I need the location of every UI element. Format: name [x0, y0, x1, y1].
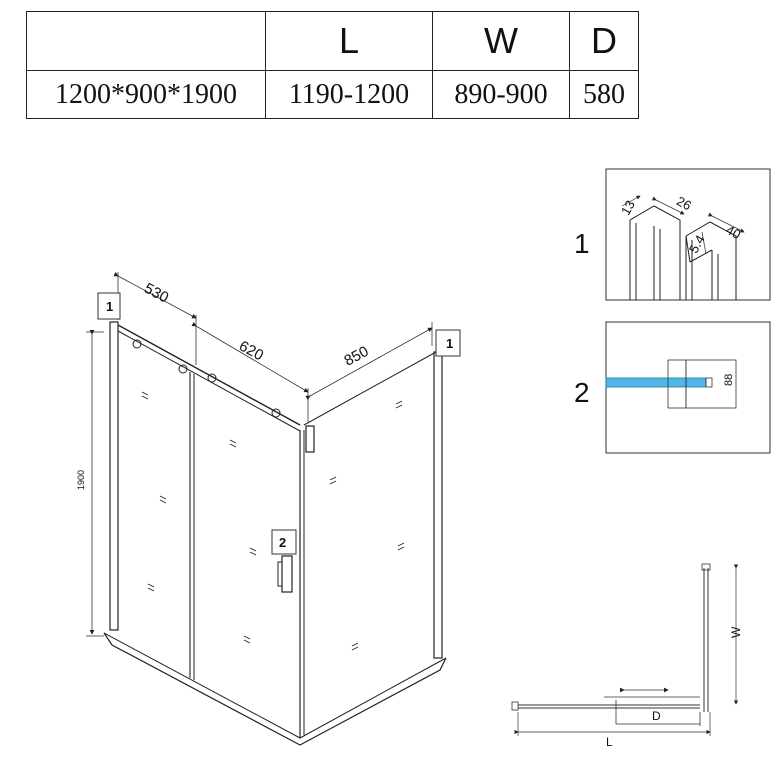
roller-1 [132, 339, 142, 349]
plan-label-D: D [652, 709, 661, 723]
header-blank [26, 11, 266, 71]
header-D: D [569, 11, 639, 71]
svg-text:2: 2 [279, 535, 286, 550]
plan-view [511, 563, 739, 736]
callout-1-left: 1 [97, 292, 121, 320]
callout-1-right: 1 [435, 329, 461, 357]
cell-W: 890-900 [432, 70, 570, 119]
cell-L: 1190-1200 [265, 70, 433, 119]
glass-reflections [141, 391, 405, 651]
main-dimension-lines [86, 271, 433, 637]
left-wall-profile [109, 321, 119, 631]
detail-1-dim-13: 13 [618, 198, 638, 218]
spec-value-row: 1200*900*1900 1190-1200 890-900 580 [26, 70, 639, 119]
right-wall-profile [433, 351, 443, 659]
detail-1-profile: 13 26 40 5.4 [605, 168, 771, 301]
plan-label-L: L [606, 735, 613, 749]
detail-2-label: 2 [574, 377, 590, 408]
glass-pane [605, 377, 707, 388]
svg-text:1: 1 [446, 336, 453, 351]
detail-1-dim-26: 26 [674, 193, 694, 213]
tray-top-edge [103, 632, 447, 739]
callout-2-handle: 2 [271, 529, 297, 555]
shower-enclosure [103, 321, 447, 746]
dim-1900: 1900 [76, 470, 86, 490]
shower-tray [103, 632, 447, 746]
rail-end-cap [305, 425, 315, 453]
roller-2 [178, 364, 188, 374]
svg-text:1: 1 [106, 299, 113, 314]
detail-1-label: 1 [574, 228, 590, 259]
cell-size: 1200*900*1900 [26, 70, 266, 119]
door-handle [281, 555, 293, 593]
door-handle-inner [277, 561, 283, 587]
cell-D: 580 [569, 70, 639, 119]
plan-label-W: W [729, 626, 743, 638]
detail-2-handle-section: 88 [605, 321, 771, 454]
dim-620: 620 [236, 338, 266, 365]
roller-4 [271, 408, 281, 418]
dim-850: 850 [341, 343, 371, 370]
detail-2-dim-88: 88 [723, 374, 735, 386]
detail-1-dim-40: 40 [723, 222, 743, 242]
spec-table: L W D 1200*900*1900 1190-1200 890-900 58… [26, 11, 639, 119]
